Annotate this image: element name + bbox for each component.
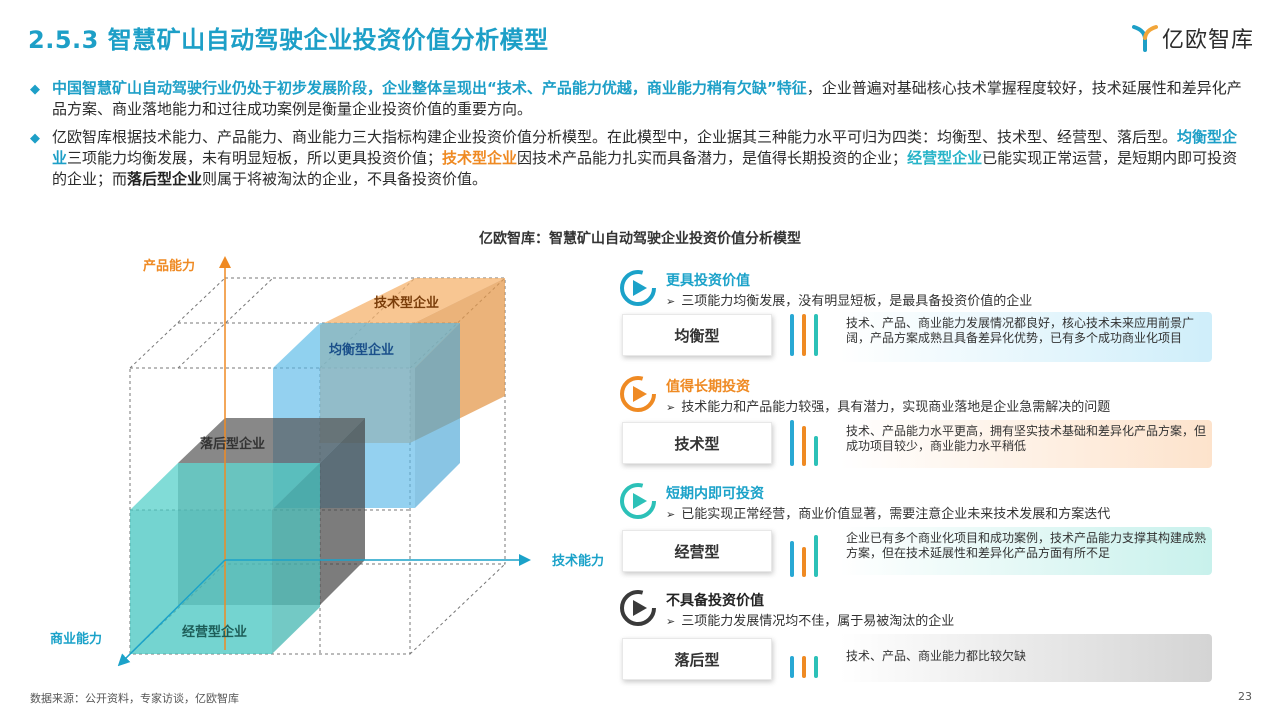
keyword-tech: 技术型企业: [442, 149, 518, 167]
keyword-operating: 经营型企业: [907, 149, 983, 167]
category-subtitle-text: 三项能力均衡发展，没有明显短板，是最具备投资价值的企业: [681, 294, 1033, 309]
category-subtitle-text: 已能实现正常经营，商业价值显著，需要注意企业未来技术发展和方案迭代: [681, 507, 1111, 522]
bars-icon: [790, 314, 818, 356]
category-label: 技术型: [622, 422, 772, 464]
lagging-cube-label: 落后型企业: [200, 436, 265, 452]
keyword-balanced: 均衡型企业: [52, 128, 1238, 167]
arrow-right-icon: ➢: [666, 295, 676, 308]
play-circle-icon: [620, 483, 656, 519]
category-tech: 值得长期投资 ➢ 技术能力和产品能力较强，具有潜力，实现商业落地是企业急需解决的问…: [620, 376, 1215, 468]
logo: 亿欧智库: [1131, 22, 1254, 54]
category-subtitle-text: 技术能力和产品能力较强，具有潜力，实现商业落地是企业急需解决的问题: [681, 400, 1111, 415]
bullet-2-text-1: 亿欧智库根据技术能力、产品能力、商业能力三大指标构建企业投资价值分析模型。在此模…: [52, 128, 1178, 146]
bars-icon: [790, 420, 818, 466]
z-axis: [117, 559, 226, 667]
page-title: 2.5.3 智慧矿山自动驾驶企业投资价值分析模型: [28, 26, 549, 54]
bars-icon: [790, 535, 818, 577]
category-description: 技术、产品能力水平更高，拥有坚实技术基础和差异化产品方案，但成功项目较少，商业能…: [840, 420, 1212, 468]
category-label: 均衡型: [622, 314, 772, 356]
category-label: 落后型: [622, 638, 772, 680]
cube-model-diagram: 产品能力 技术能力 商业能力 技术型企业 均衡型企业 落后型企业 经营型企业: [50, 256, 604, 667]
chart-title: 亿欧智库：智慧矿山自动驾驶企业投资价值分析模型: [479, 231, 801, 247]
bullet-1-text: ，企业普遍对基础核心技术掌握程度较好，技术延展性和差异化产品方案、商业落地能力和…: [52, 79, 1242, 118]
arrow-right-icon: ➢: [666, 508, 676, 521]
operating-cube-label: 经营型企业: [182, 624, 247, 640]
play-circle-icon: [620, 590, 656, 626]
category-subtitle: ➢ 三项能力发展情况均不佳，属于易被淘汰的企业: [666, 610, 954, 629]
category-subtitle: ➢ 技术能力和产品能力较强，具有潜力，实现商业落地是企业急需解决的问题: [666, 396, 1110, 415]
category-name: 值得长期投资: [666, 379, 750, 395]
bullet-1-highlight: 中国智慧矿山自动驾驶行业仍处于初步发展阶段，企业整体呈现出“技术、产品能力优越，…: [52, 79, 807, 97]
arrow-right-icon: ➢: [666, 615, 676, 628]
y-axis-label: 产品能力: [143, 258, 195, 274]
bullet-1: ◆ 中国智慧矿山自动驾驶行业仍处于初步发展阶段，企业整体呈现出“技术、产品能力优…: [30, 78, 1252, 120]
category-subtitle: ➢ 三项能力均衡发展，没有明显短板，是最具备投资价值的企业: [666, 290, 1032, 309]
category-subtitle: ➢ 已能实现正常经营，商业价值显著，需要注意企业未来技术发展和方案迭代: [666, 503, 1110, 522]
balanced-cube-label: 均衡型企业: [329, 342, 394, 358]
intro-bullets: ◆ 中国智慧矿山自动驾驶行业仍处于初步发展阶段，企业整体呈现出“技术、产品能力优…: [30, 78, 1252, 197]
bullet-2-text-4: 已能实现正常运营，是短期内即可投资的企业；而: [52, 149, 1238, 188]
category-operating: 短期内即可投资 ➢ 已能实现正常经营，商业价值显著，需要注意企业未来技术发展和方案…: [620, 483, 1215, 577]
category-description: 技术、产品、商业能力都比较欠缺: [840, 634, 1212, 682]
bullet-2-text-3: 因技术产品能力扎实而具备潜力，是值得长期投资的企业；: [517, 149, 908, 167]
category-name: 不具备投资价值: [666, 593, 764, 609]
bars-icon: [790, 656, 818, 678]
category-description: 企业已有多个商业化项目和成功案例，技术产品能力支撑其构建成熟方案，但在技术延展性…: [840, 527, 1212, 575]
keyword-lagging: 落后型企业: [127, 170, 203, 188]
diamond-icon: ◆: [30, 131, 40, 146]
category-name: 更具投资价值: [666, 273, 750, 289]
data-source: 数据来源：公开资料，专家访谈，亿欧智库: [30, 692, 239, 705]
logo-mark-icon: [1131, 25, 1158, 52]
play-circle-icon: [620, 376, 656, 412]
bullet-2: ◆ 亿欧智库根据技术能力、产品能力、商业能力三大指标构建企业投资价值分析模型。在…: [30, 127, 1252, 190]
diamond-icon: ◆: [30, 82, 40, 97]
category-name: 短期内即可投资: [666, 486, 764, 502]
arrow-right-icon: ➢: [666, 401, 676, 414]
bullet-2-text-5: 则属于将被淘汰的企业，不具备投资价值。: [202, 170, 488, 188]
category-subtitle-text: 三项能力发展情况均不佳，属于易被淘汰的企业: [681, 614, 955, 629]
logo-text: 亿欧智库: [1161, 28, 1254, 53]
x-axis-label: 技术能力: [552, 553, 604, 569]
category-label: 经营型: [622, 530, 772, 572]
bullet-2-text-2: 三项能力均衡发展，未有明显短板，所以更具投资价值；: [67, 149, 443, 167]
play-circle-icon: [620, 270, 656, 306]
tech-cube-label: 技术型企业: [374, 295, 439, 311]
page-number: 23: [1238, 690, 1252, 703]
category-description: 技术、产品、商业能力发展情况都良好，核心技术未来应用前景广阔，产品方案成熟且具备…: [840, 312, 1212, 362]
z-axis-label: 商业能力: [50, 631, 102, 647]
category-balanced: 更具投资价值 ➢三项能力均衡发展，没有明显短板，是最具备投资价值的企业 均衡型 …: [620, 270, 1215, 362]
category-lagging: 不具备投资价值 ➢ 三项能力发展情况均不佳，属于易被淘汰的企业 落后型 技术、产品…: [620, 590, 1215, 682]
